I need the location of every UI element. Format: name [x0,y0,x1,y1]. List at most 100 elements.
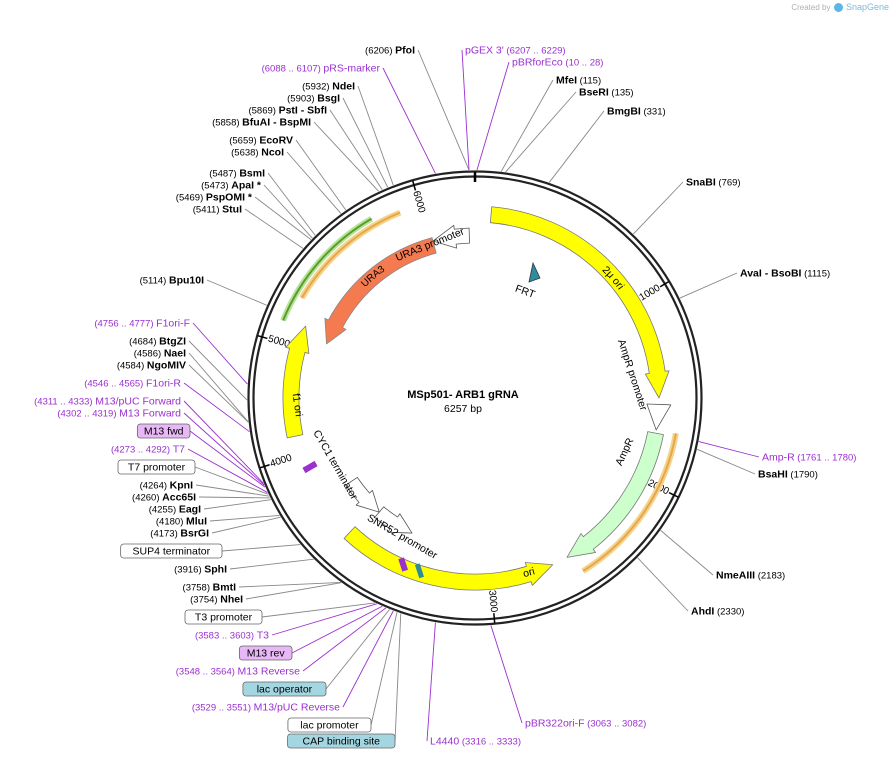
leader-m13-puc-forward [183,400,264,484]
credit-brand: SnapGene [845,2,889,12]
label-text-pfoi: (6206) PfoI [365,45,415,57]
leader-ahdi [637,557,689,612]
label-cap-binding-site: CAP binding site [287,613,402,749]
site-name: BtgZI [159,336,186,348]
label-text-bsahi: BsaHI (1790) [758,469,818,481]
primer-name: pRS-marker [323,63,380,75]
label-text-acc65i: (4260) Acc65I [132,492,196,504]
feature-ampr-promoter [646,403,672,431]
site-pos: (769) [716,178,741,189]
site-name: MluI [186,516,207,528]
primer-range: (4273 .. 4292) [111,445,173,456]
label-pbr322ori-f: pBR322ori-F (3063 .. 3082) [490,625,646,730]
label-text-psti-sbfi: (5869) PstI - SbfI [248,105,327,117]
label-text-bpu10i: (5114) Bpu10I [140,275,204,287]
label-ngomiv: (4584) NgoMIV [117,360,249,423]
tick-mark-6000 [411,180,417,191]
site-pos: (4584) [117,361,147,372]
label-stui: (5411) StuI [193,204,304,249]
label-box-t7-promoter [117,459,196,475]
site-pos: (115) [577,76,601,87]
label-kpni: (4264) KpnI [140,480,270,497]
site-name: MfeI [556,75,577,87]
leader-acc65i [198,496,271,499]
site-pos: (5869) [248,106,278,117]
leader-lac-promoter [370,612,398,726]
site-name: SphI [204,564,227,576]
label-l4440: L4440 (3316 .. 3333) [426,622,521,748]
site-name: ApaI * [231,180,262,192]
primer-range: (3548 .. 3564) [176,667,238,678]
label-nmeaiii: NmeAIII (2183) [660,530,785,582]
leader-m13-fwd [189,430,266,488]
leader-pbr322ori-f [490,625,523,724]
label-t7: (4273 .. 4292) T7 [111,444,268,493]
tick-mark-4000 [259,464,270,469]
primer-name: pBRforEco [512,57,563,69]
primer-range: (10 .. 28) [563,58,604,69]
site-name: NmeAIII [716,570,755,582]
site-name: Bpu10I [169,275,204,287]
label-text-btgzi: (4684) BtgZI [129,336,186,348]
primer-range: (4311 .. 4333) [34,397,95,408]
label-text-lac-operator: lac operator [257,684,313,696]
mcs-lac-block [414,563,425,579]
label-text-m13-puc-reverse: (3529 .. 3551) M13/pUC Reverse [192,702,340,714]
label-avai-bsobi: AvaI - BsoBI (1115) [679,268,830,299]
label-box-cap-binding-site [287,733,396,749]
site-pos: (4264) [140,481,170,492]
primer-name: L4440 [430,736,459,748]
primer-name: M13 Reverse [238,666,301,678]
label-box-t3-promoter [184,609,263,625]
label-box-sup4-terminator [120,543,223,559]
label-text-nmeaiii: NmeAIII (2183) [716,570,785,582]
label-text-ngomiv: (4584) NgoMIV [117,360,186,372]
orf-orange-left [300,211,401,299]
label-pspomi: (5469) PspOMI * [176,192,312,240]
label-bfuai-bspmi: (5858) BfuAI - BspMI [212,117,379,192]
label-f1ori-f: (4756 .. 4777) F1ori-F [94,318,248,385]
site-name: PspOMI * [206,192,253,204]
label-box-lac-operator [242,681,327,697]
label-psti-sbfi: (5869) PstI - SbfI [248,105,383,190]
label-bmti: (3758) BmtI [183,582,342,594]
label-text-pbr322ori-f: pBR322ori-F (3063 .. 3082) [525,718,646,730]
label-text-l4440: L4440 (3316 .. 3333) [430,736,521,748]
label-mfei: MfeI (115) [500,75,601,172]
site-pos: (1790) [788,470,818,481]
label-lac-promoter: lac promoter [287,612,398,733]
leader-m13-reverse [302,607,387,672]
label-text-apai: (5473) ApaI * [201,180,262,192]
site-pos: (5469) [176,193,206,204]
credit: Created by SnapGene [791,2,889,13]
label-bsrgi: (4173) BsrGI [150,516,281,540]
label-text-m13-rev: M13 rev [247,648,286,660]
site-pos: (4173) [150,529,180,540]
site-pos: (5473) [201,181,231,192]
label-pfoi: (6206) PfoI [365,45,470,171]
label-text-eagi: (4255) EagI [149,504,201,516]
orf-green-left [282,217,373,321]
tick-mark-1000 [659,280,670,288]
leader-bseri [505,91,577,173]
label-amp-r: Amp-R (1761 .. 1780) [698,441,856,464]
site-pos: (5659) [229,136,259,147]
site-name: BsmI [239,168,265,180]
label-sup4-terminator: SUP4 terminator [120,543,301,559]
primer-range: (3529 .. 3551) [192,703,254,714]
label-text-ndei: (5932) NdeI [302,81,355,93]
leader-m13-rev [291,605,383,654]
label-box-lac-promoter [287,717,372,733]
leader-bmgbi [548,110,605,183]
label-box-m13-fwd [136,423,191,439]
leader-t7 [187,448,268,493]
feature-label-cyc1-terminator: CYC1 terminator [310,428,360,502]
site-name: PfoI [395,45,415,57]
leader-bfuai-bspmi [313,121,379,192]
site-name: Acc65I [162,492,196,504]
label-text-bmgbi: BmgBI (331) [607,106,666,118]
site-pos: (4586) [134,349,164,360]
leader-bmti [238,582,342,588]
orf-orange-right [582,433,677,572]
